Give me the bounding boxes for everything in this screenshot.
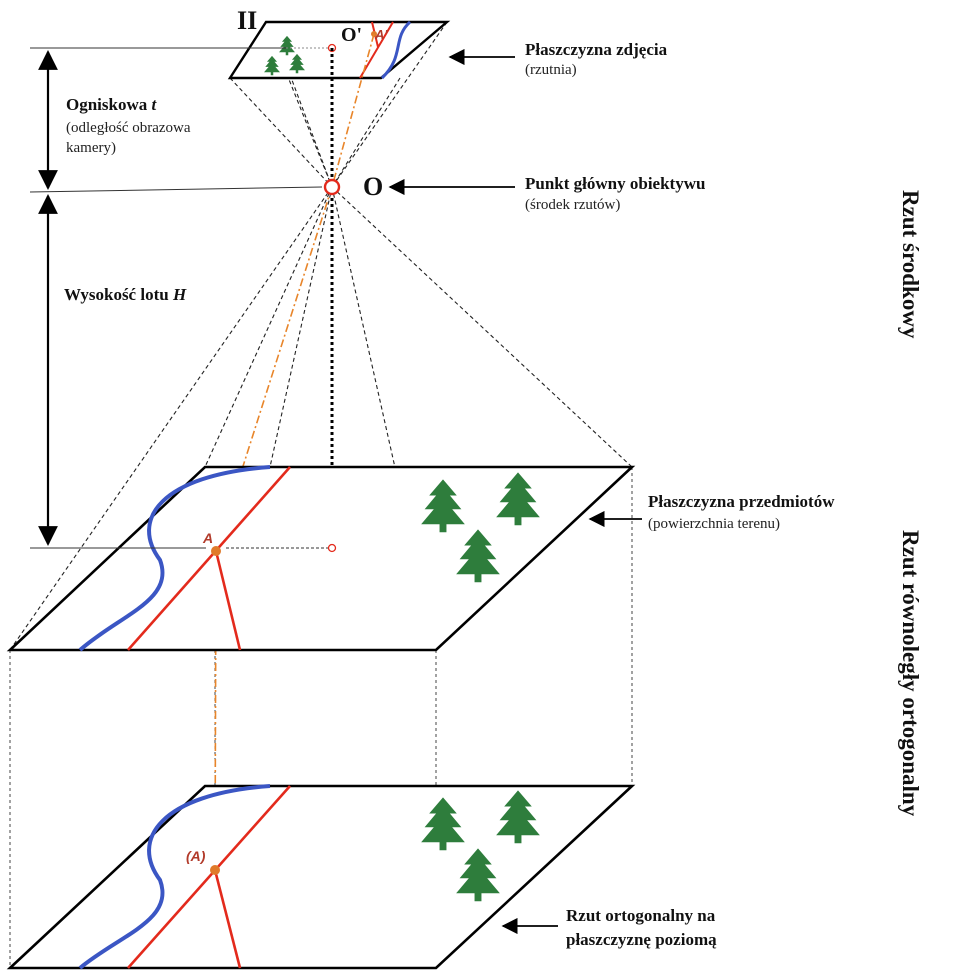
ortho-projection-title-1: Rzut ortogonalny na xyxy=(566,906,716,925)
object-plane-title: Płaszczyzna przedmiotów xyxy=(648,492,835,511)
arrow-left-icon xyxy=(388,48,642,935)
ortho-point-label: (A) xyxy=(186,848,206,864)
focal-length-subtitle-1: (odległość obrazowa xyxy=(66,120,191,136)
central-projection-label: Rzut środkowy xyxy=(898,190,923,339)
orthogonal-plane xyxy=(6,784,636,970)
flight-height-symbol: H xyxy=(172,285,187,304)
focal-length-title: Ogniskowa t xyxy=(66,95,156,115)
perspective-center-marker xyxy=(323,178,341,196)
photo-plane-title: Płaszczyzna zdjęcia xyxy=(525,40,668,59)
focal-length-subtitle-2: kamery) xyxy=(66,140,116,156)
photo-plane xyxy=(227,20,451,80)
perspective-center-subtitle: (środek rzutów) xyxy=(525,197,621,213)
focal-length-symbol: t xyxy=(151,95,157,114)
projection-ray xyxy=(214,33,375,871)
flight-height-title: Wysokość lotu H xyxy=(64,285,186,305)
focal-length-text: Ogniskowa xyxy=(66,95,148,114)
image-center-label: O' xyxy=(341,24,363,46)
ground-point-label: A xyxy=(202,530,213,546)
flight-height-text: Wysokość lotu xyxy=(64,285,169,304)
photo-plane-subtitle: (rzutnia) xyxy=(525,62,577,78)
reference-lines xyxy=(29,47,328,549)
axis-foot-marker xyxy=(327,543,337,553)
image-point-label: A' xyxy=(374,27,388,42)
perspective-center-label: O xyxy=(363,172,384,201)
ortho-point-marker xyxy=(210,865,220,875)
ground-point-marker xyxy=(211,546,221,556)
object-plane-subtitle: (powierzchnia terenu) xyxy=(648,516,781,532)
photo-plane-id: II xyxy=(237,6,258,35)
perspective-center-title: Punkt główny obiektywu xyxy=(525,174,706,193)
object-plane xyxy=(6,465,636,652)
ortho-projection-title-2: płaszczyznę poziomą xyxy=(566,930,717,949)
parallel-projection-label: Rzut równoległy ortogonalny xyxy=(898,530,923,817)
